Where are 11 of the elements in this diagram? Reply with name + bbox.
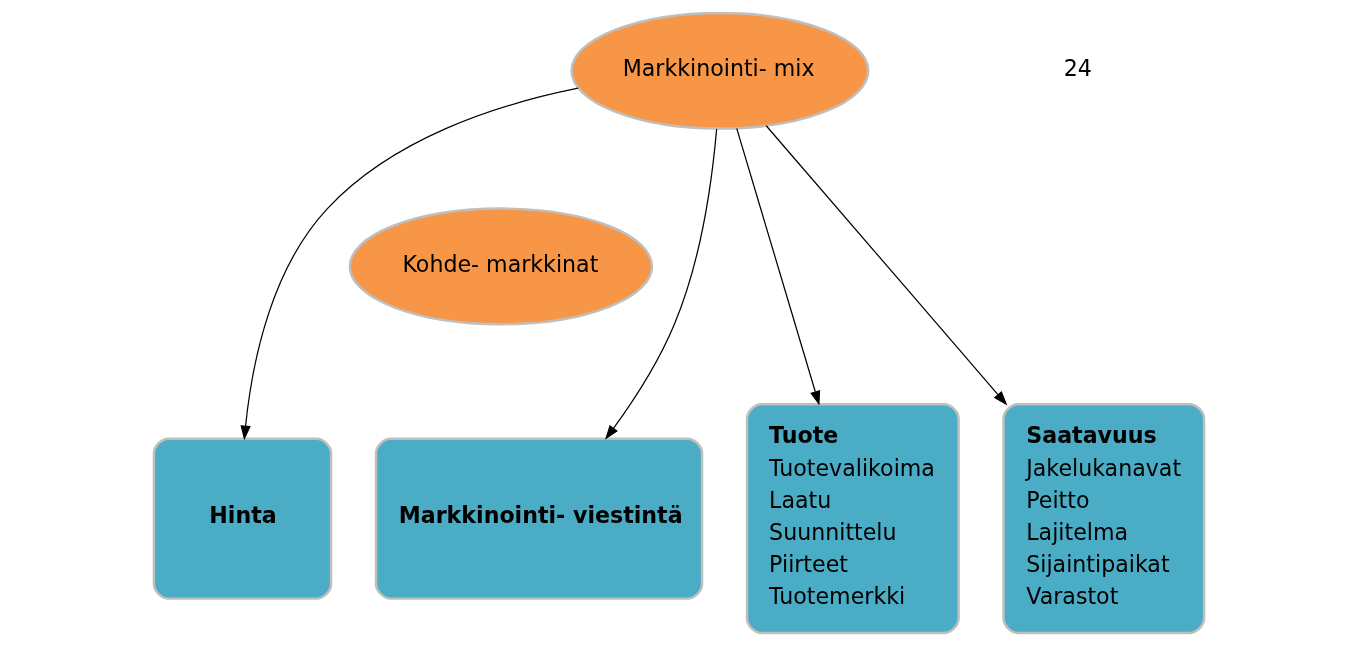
node-box: Markkinointi- viestintä bbox=[374, 437, 703, 600]
node-ellipse: Kohde- markkinat bbox=[348, 207, 653, 326]
node-ellipse: Markkinointi- mix bbox=[569, 11, 869, 130]
arrow bbox=[735, 127, 820, 406]
arrow bbox=[239, 87, 579, 441]
node-box: Hinta bbox=[152, 437, 332, 600]
node-box: Saatavuus Jakelukanavat Peitto Lajitelma Sijaintipaikat Varastot bbox=[1001, 402, 1205, 635]
arrow bbox=[604, 128, 717, 440]
label: 24 bbox=[1063, 55, 1092, 82]
node-box: Tuote Tuotevalikoima Laatu Suunnittelu Piirteet Tuotemerkki bbox=[745, 402, 960, 635]
arrow bbox=[765, 125, 1007, 406]
